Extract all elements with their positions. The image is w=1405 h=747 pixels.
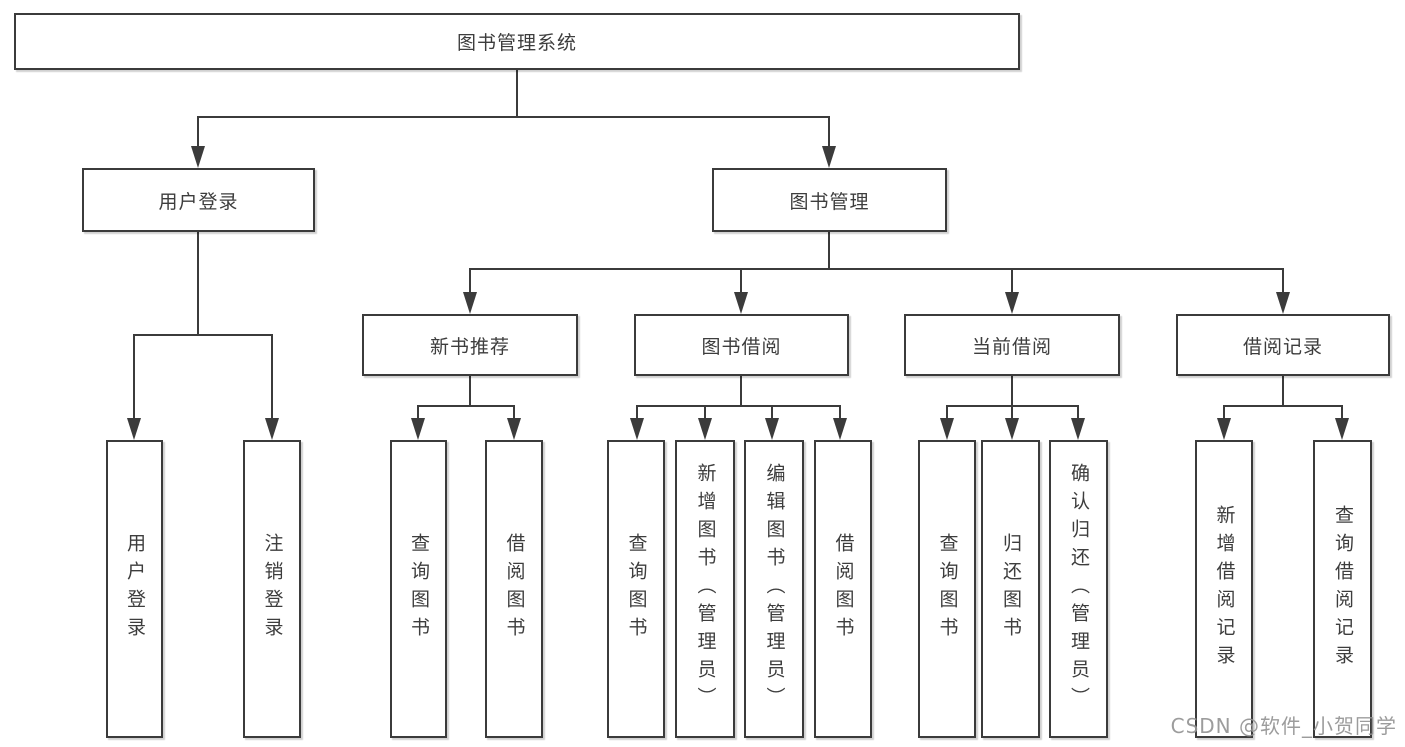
leaf-query-borrow-record: 查询借阅记录 bbox=[1313, 440, 1372, 738]
node-new-book-recommend-label: 新书推荐 bbox=[429, 335, 510, 358]
leaf-edit-book-admin: 编辑图书（管理员） bbox=[744, 440, 804, 738]
node-book-management: 图书管理 bbox=[712, 168, 947, 232]
node-user-login: 用户登录 bbox=[82, 168, 315, 232]
csdn-watermark: CSDN @软件_小贺同学 bbox=[1170, 714, 1397, 738]
node-book-management-label: 图书管理 bbox=[789, 190, 870, 213]
node-book-borrow-label: 图书借阅 bbox=[701, 335, 782, 358]
node-root-label: 图书管理系统 bbox=[456, 32, 577, 54]
node-root: 图书管理系统 bbox=[14, 13, 1020, 70]
leaf-confirm-return-admin-label: 确认归还（管理员） bbox=[1068, 463, 1090, 715]
leaf-user-login: 用户登录 bbox=[106, 440, 163, 738]
leaf-borrow-book-1-label: 借阅图书 bbox=[503, 533, 526, 645]
leaf-borrow-book-2: 借阅图书 bbox=[814, 440, 872, 738]
leaf-edit-book-admin-label: 编辑图书（管理员） bbox=[763, 463, 786, 715]
leaf-query-book-1-label: 查询图书 bbox=[408, 533, 430, 645]
node-borrow-records-label: 借阅记录 bbox=[1242, 335, 1323, 358]
node-book-borrow: 图书借阅 bbox=[634, 314, 849, 376]
leaf-logout-label: 注销登录 bbox=[261, 533, 284, 645]
node-current-borrow: 当前借阅 bbox=[904, 314, 1120, 376]
leaf-query-book-2-label: 查询图书 bbox=[625, 533, 648, 645]
node-user-login-label: 用户登录 bbox=[158, 190, 239, 213]
leaf-query-book-2: 查询图书 bbox=[607, 440, 665, 738]
leaf-return-book-label: 归还图书 bbox=[1000, 533, 1022, 645]
leaf-borrow-book-2-label: 借阅图书 bbox=[832, 533, 855, 645]
leaf-add-book-admin: 新增图书（管理员） bbox=[675, 440, 735, 738]
leaf-user-login-label: 用户登录 bbox=[124, 533, 146, 645]
node-borrow-records: 借阅记录 bbox=[1176, 314, 1390, 376]
leaf-logout: 注销登录 bbox=[243, 440, 301, 738]
arrowheads bbox=[127, 146, 1349, 440]
leaf-add-book-admin-label: 新增图书（管理员） bbox=[694, 463, 717, 715]
leaf-add-borrow-record: 新增借阅记录 bbox=[1195, 440, 1253, 738]
leaf-borrow-book-1: 借阅图书 bbox=[485, 440, 543, 738]
leaf-query-book-3: 查询图书 bbox=[918, 440, 976, 738]
leaf-return-book: 归还图书 bbox=[981, 440, 1040, 738]
node-new-book-recommend: 新书推荐 bbox=[362, 314, 578, 376]
leaf-query-book-3-label: 查询图书 bbox=[936, 533, 959, 645]
leaf-confirm-return-admin: 确认归还（管理员） bbox=[1049, 440, 1108, 738]
leaf-query-borrow-record-label: 查询借阅记录 bbox=[1332, 505, 1354, 673]
leaf-add-borrow-record-label: 新增借阅记录 bbox=[1213, 505, 1236, 673]
leaf-query-book-1: 查询图书 bbox=[390, 440, 447, 738]
node-current-borrow-label: 当前借阅 bbox=[971, 335, 1052, 358]
